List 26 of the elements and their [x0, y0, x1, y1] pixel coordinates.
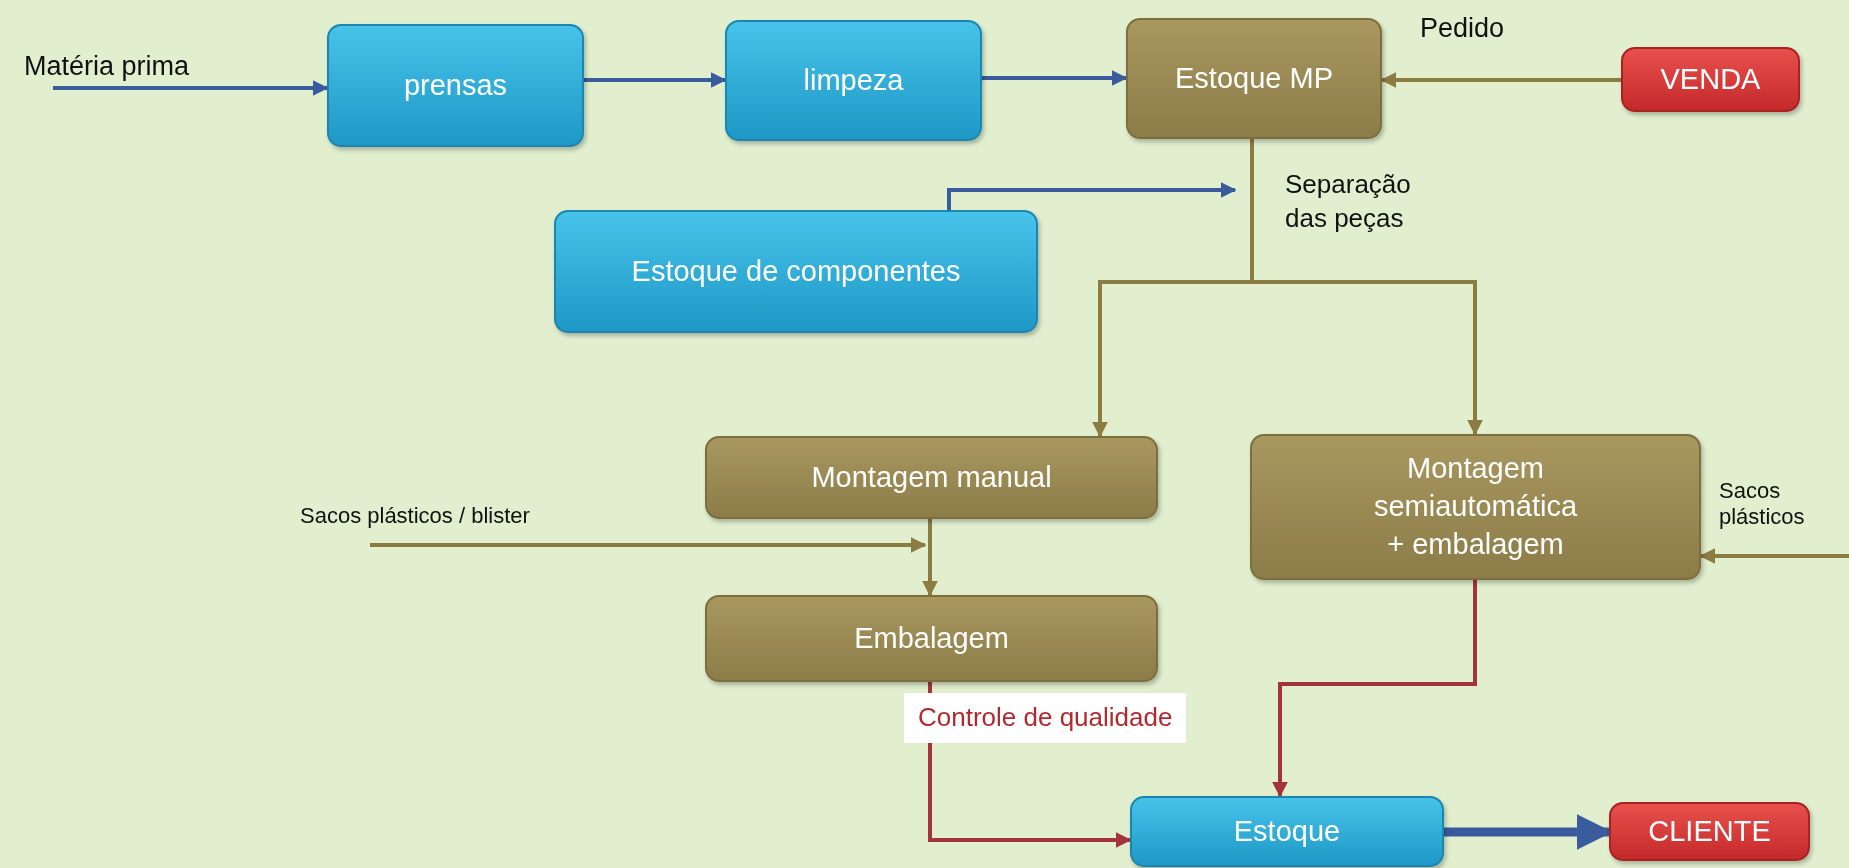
process-box: Montagem semiautomática + embalagem [1250, 434, 1701, 580]
edge-label: Sacos plásticos / blister [300, 503, 531, 530]
process-box: Embalagem [705, 595, 1158, 682]
process-box: prensas [327, 24, 584, 147]
edge-label: Sacos plásticos [1719, 478, 1806, 531]
arrow [1699, 548, 1849, 564]
process-box: Estoque MP [1126, 18, 1382, 139]
arrow [947, 182, 1237, 210]
arrow [53, 80, 329, 96]
arrow [370, 537, 927, 553]
edge-label: Pedido [1420, 12, 1506, 45]
process-box: Estoque de componentes [554, 210, 1038, 333]
process-box: Montagem manual [705, 436, 1158, 519]
process-box: Estoque [1130, 796, 1444, 867]
quality-control-label: Controle de qualidade [904, 693, 1187, 743]
process-box: limpeza [725, 20, 982, 141]
arrow [922, 519, 938, 597]
arrow [1272, 580, 1477, 798]
arrow [1250, 139, 1483, 436]
terminal-box: VENDA [1621, 47, 1800, 112]
terminal-box: CLIENTE [1609, 802, 1810, 861]
arrow [584, 72, 727, 88]
annotation-text: Separação das peças [1285, 168, 1412, 235]
start-text: Matéria prima [14, 46, 274, 88]
arrow [1380, 72, 1621, 88]
arrow [982, 70, 1128, 86]
